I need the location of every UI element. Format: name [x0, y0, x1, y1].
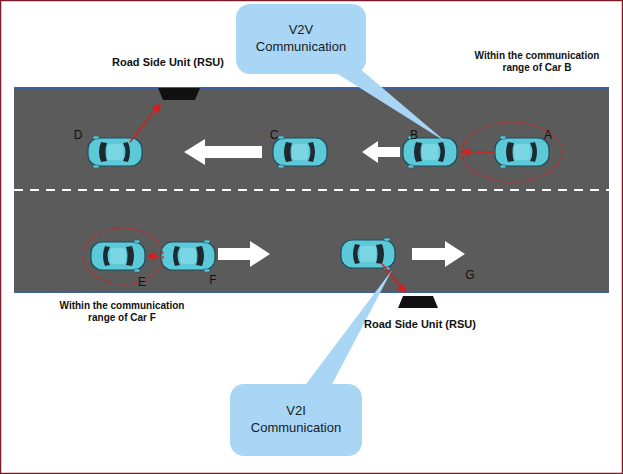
annotation-label: Road Side Unit (RSU): [350, 318, 490, 331]
car-letter: G: [462, 268, 478, 282]
car-letter: C: [266, 128, 282, 142]
car-letter: B: [406, 128, 422, 142]
callout-bubble: V2V Communication: [236, 4, 366, 74]
annotation-label: Within the communication range of Car F: [52, 300, 192, 324]
annotation-label: Road Side Unit (RSU): [98, 56, 238, 69]
car-letter: A: [540, 128, 556, 142]
car-letter: F: [205, 273, 221, 287]
car-letter: E: [134, 275, 150, 289]
callout-text: V2I Communication: [240, 403, 352, 437]
car-letter: D: [70, 128, 86, 142]
annotation-label: Within the communication range of Car B: [468, 50, 606, 74]
callout-text: V2V Communication: [246, 22, 356, 56]
callout-bubble: V2I Communication: [230, 384, 362, 456]
